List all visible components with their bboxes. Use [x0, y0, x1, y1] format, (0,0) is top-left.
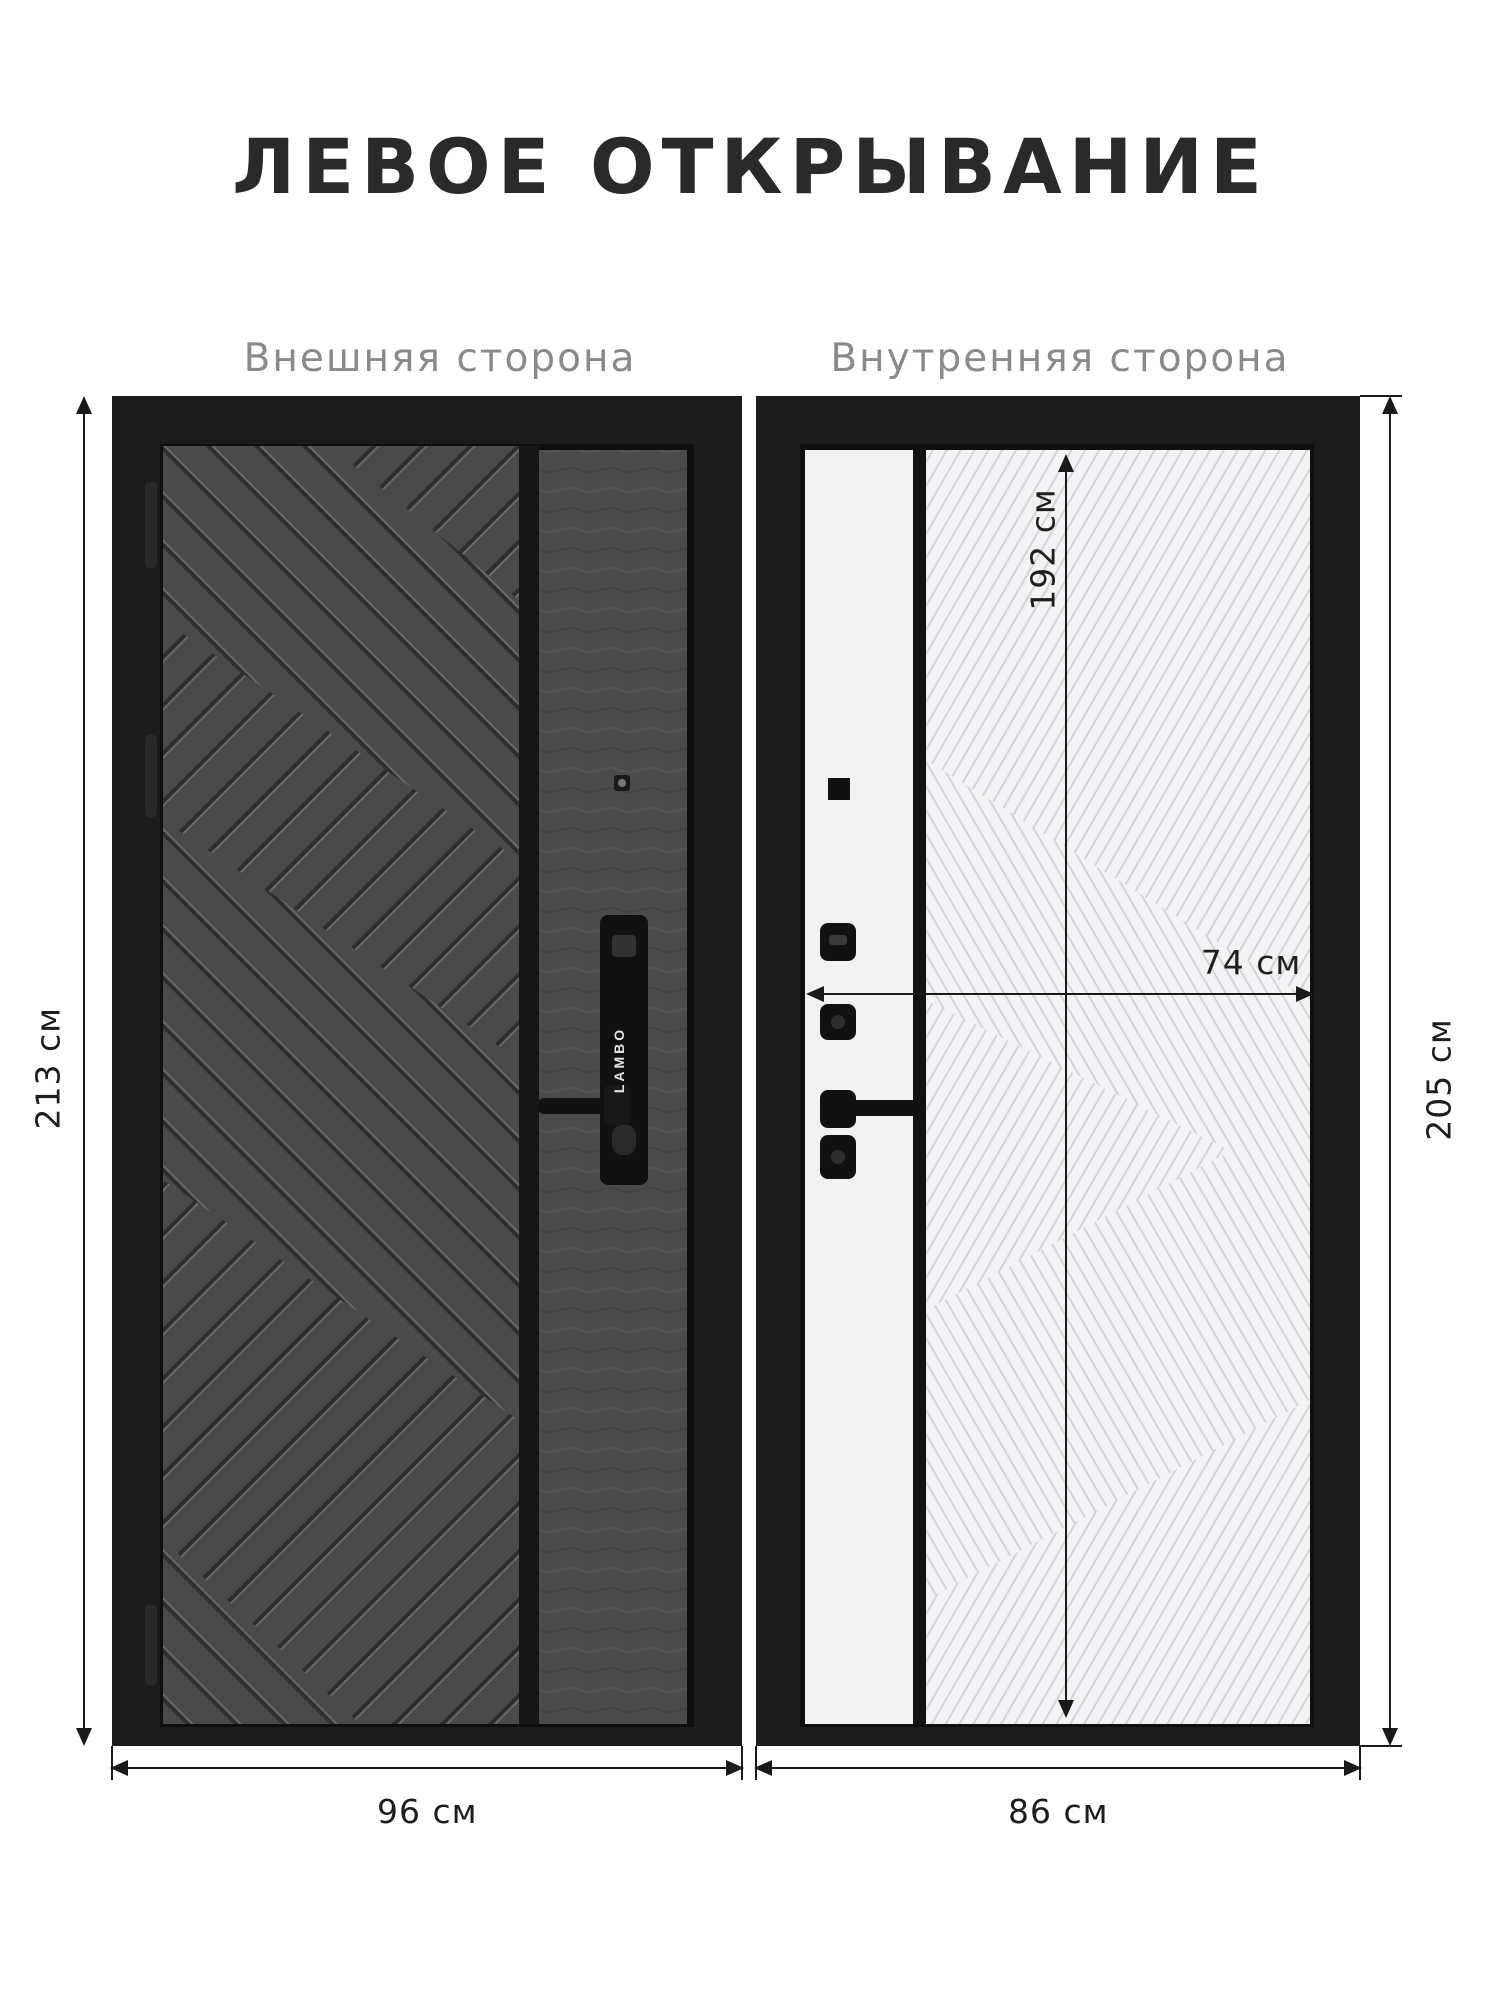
outer-width-label: 96 см: [377, 1792, 478, 1831]
inner-door-panel: [926, 450, 1310, 1724]
night-latch: [828, 778, 850, 800]
outer-door-panel: [163, 446, 519, 1724]
outer-height-label: 213 см: [28, 1006, 68, 1130]
inner-height-label: 205 см: [1419, 1018, 1459, 1141]
panel-height-label: 192 см: [1023, 488, 1063, 611]
hinge-bottom: [145, 1605, 157, 1685]
panel-width-label: 74 см: [1200, 943, 1302, 982]
outer-door: [112, 396, 742, 1746]
page-title: ЛЕВОЕ ОТКРЫВАНИЕ: [232, 122, 1269, 211]
lock-brand-label: LAMBO: [611, 1027, 627, 1093]
outer-side-caption: Внешняя сторона: [243, 336, 637, 381]
inner-side-caption: Внутренняя сторона: [830, 336, 1290, 381]
inner-door: [756, 396, 1360, 1746]
inner-handle: [830, 1100, 925, 1116]
dimension-lines: [76, 395, 1402, 1780]
inner-width-label: 86 см: [1008, 1792, 1109, 1831]
hinge-middle: [145, 735, 157, 817]
outer-handle: [538, 1098, 624, 1114]
hinge-top: [145, 482, 157, 568]
inner-door-strip: [805, 450, 913, 1724]
